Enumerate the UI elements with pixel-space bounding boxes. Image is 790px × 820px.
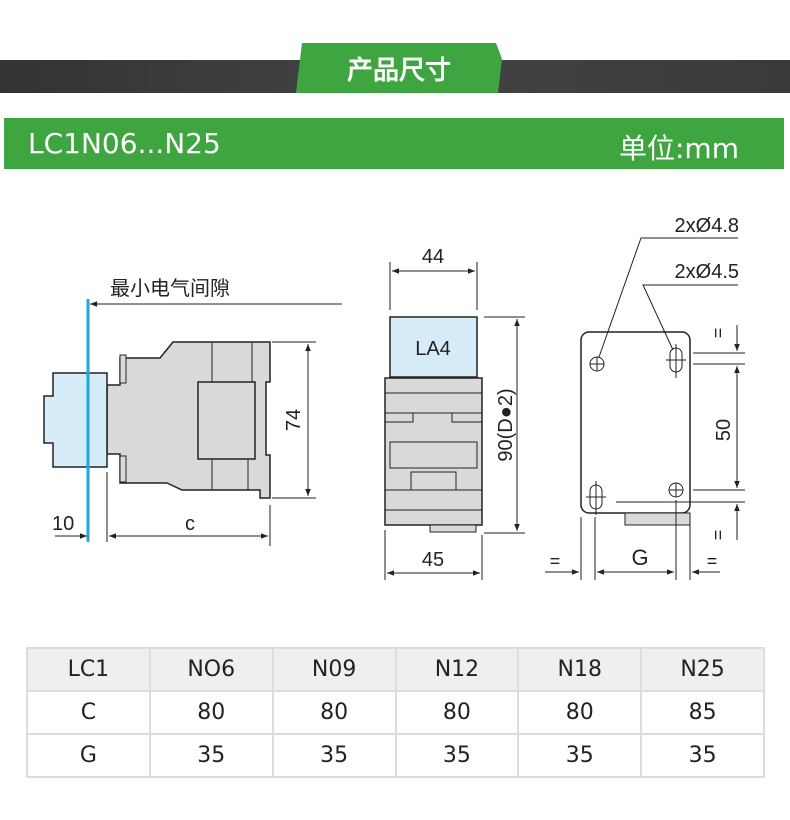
dim-44: 44 bbox=[422, 246, 444, 268]
front-view: LA4 44 90(D●2) 45 bbox=[384, 246, 525, 580]
table-header-cell: N12 bbox=[394, 647, 520, 692]
dim-c: c bbox=[185, 513, 195, 535]
table-cell: 35 bbox=[148, 733, 274, 778]
table-cell: 35 bbox=[394, 733, 520, 778]
table-header-cell: LC1 bbox=[26, 647, 151, 692]
dim-90: 90(D●2) bbox=[495, 388, 517, 461]
dim-50: 50 bbox=[713, 419, 735, 441]
dim-g: G bbox=[631, 545, 648, 570]
table-cell: 80 bbox=[517, 690, 643, 735]
dim-45: 45 bbox=[422, 549, 444, 571]
table-cell: 80 bbox=[271, 690, 397, 735]
equal-mark: = bbox=[550, 551, 561, 571]
dimension-table: LC1 NO6 N09 N12 N18 N25 C 80 80 80 80 85… bbox=[26, 647, 765, 778]
mount-view: 2xØ4.8 2xØ4.5 50 = = G = = bbox=[545, 215, 745, 580]
section-title: 产品尺寸 bbox=[296, 43, 502, 93]
hole-a-label: 2xØ4.8 bbox=[675, 215, 739, 237]
model-bar: LC1N06...N25 单位:mm bbox=[4, 118, 784, 169]
table-cell: 35 bbox=[640, 733, 765, 778]
table-cell: 80 bbox=[148, 690, 274, 735]
table-cell: 85 bbox=[640, 690, 765, 735]
dim-10: 10 bbox=[52, 513, 74, 535]
table-cell: 35 bbox=[517, 733, 643, 778]
table-cell: C bbox=[26, 690, 151, 735]
side-view: 最小电气间隙 74 10 c bbox=[43, 277, 342, 546]
table-header-row: LC1 NO6 N09 N12 N18 N25 bbox=[26, 647, 765, 692]
table-header-cell: N09 bbox=[271, 647, 397, 692]
table-cell: 35 bbox=[271, 733, 397, 778]
equal-mark: = bbox=[707, 551, 718, 571]
auxiliary-module bbox=[43, 372, 108, 468]
model-name: LC1N06...N25 bbox=[28, 127, 221, 160]
dim-74: 74 bbox=[283, 409, 305, 431]
equal-mark: = bbox=[708, 328, 728, 339]
table-cell: G bbox=[26, 733, 151, 778]
table-header-cell: NO6 bbox=[148, 647, 274, 692]
hole-b-label: 2xØ4.5 bbox=[675, 261, 739, 283]
module-label: LA4 bbox=[415, 338, 451, 360]
clearance-label: 最小电气间隙 bbox=[110, 277, 230, 300]
table-header-cell: N18 bbox=[517, 647, 643, 692]
table-header-cell: N25 bbox=[640, 647, 765, 692]
table-cell: 80 bbox=[394, 690, 520, 735]
unit-label: 单位:mm bbox=[619, 132, 739, 165]
table-row: G 35 35 35 35 35 bbox=[26, 733, 765, 778]
equal-mark: = bbox=[708, 530, 728, 541]
dimension-drawing: 最小电气间隙 74 10 c LA4 bbox=[43, 215, 745, 580]
table-row: C 80 80 80 80 85 bbox=[26, 690, 765, 735]
